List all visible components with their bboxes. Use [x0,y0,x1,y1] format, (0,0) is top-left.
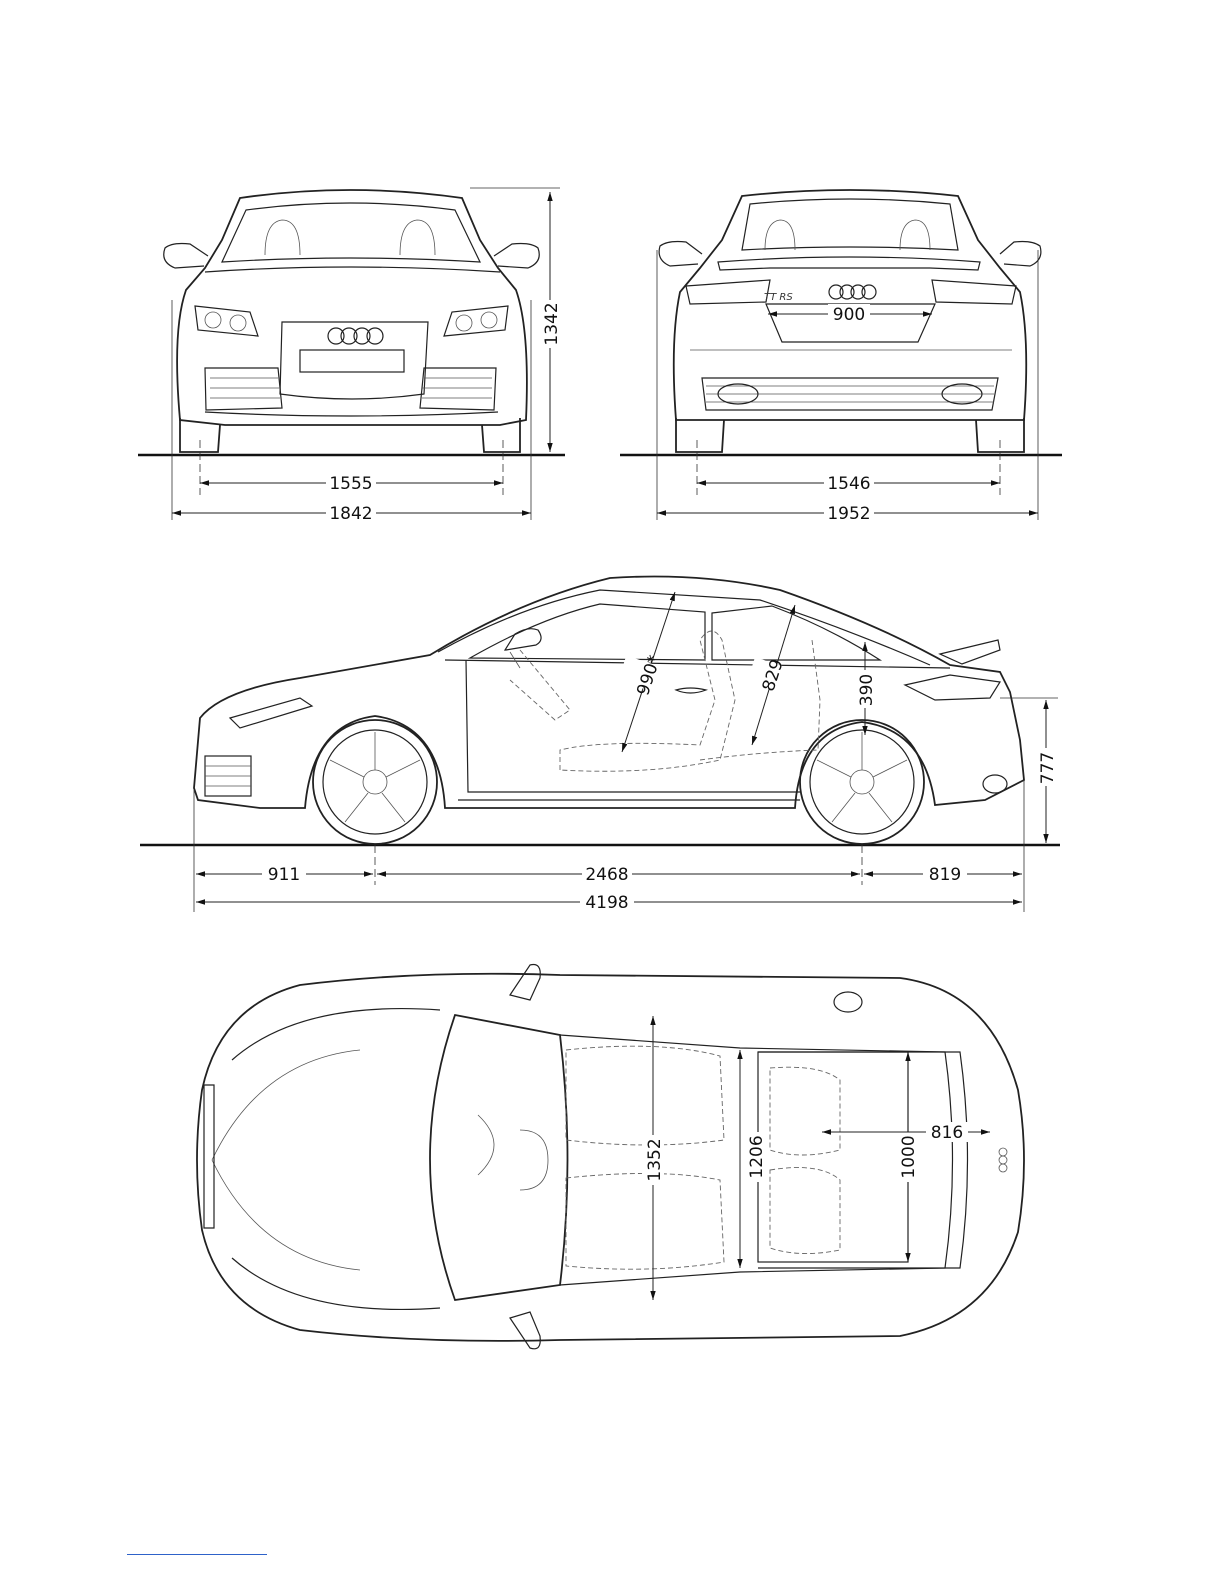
rear-track-label: 1546 [827,474,870,494]
loading-sill-height-label: 777 [1038,752,1058,784]
front-height-label: 1342 [542,302,562,345]
front-overhang-label: 911 [268,865,300,885]
footnote-rule [127,1554,267,1555]
rear-width-label: 1952 [827,504,870,524]
front-car-outline [164,190,540,452]
overall-length-label: 4198 [585,893,628,913]
front-track-label: 1555 [329,474,372,494]
side-view: 990* 829 390 777 911 2468 819 4198 [140,577,1060,914]
rear-loading-width-label: 900 [833,305,865,325]
interior-width-label: 1352 [645,1138,665,1181]
trunk-length-label: 816 [931,1123,963,1143]
rear-elbow-width-label: 1206 [747,1135,767,1178]
top-view: 1352 1206 1000 816 [197,965,1024,1349]
trunk-height-label: 390 [857,674,877,706]
rear-model-badge: TT RS [764,292,793,303]
wheelbase-label: 2468 [585,865,628,885]
trunk-width-label: 1000 [899,1135,919,1178]
rear-overhang-label: 819 [929,865,961,885]
side-car-outline [194,577,1024,845]
rear-view: TT RS 900 1546 1952 [620,190,1062,524]
front-width-label: 1842 [329,504,372,524]
front-view: 1342 1555 1842 [138,188,565,524]
